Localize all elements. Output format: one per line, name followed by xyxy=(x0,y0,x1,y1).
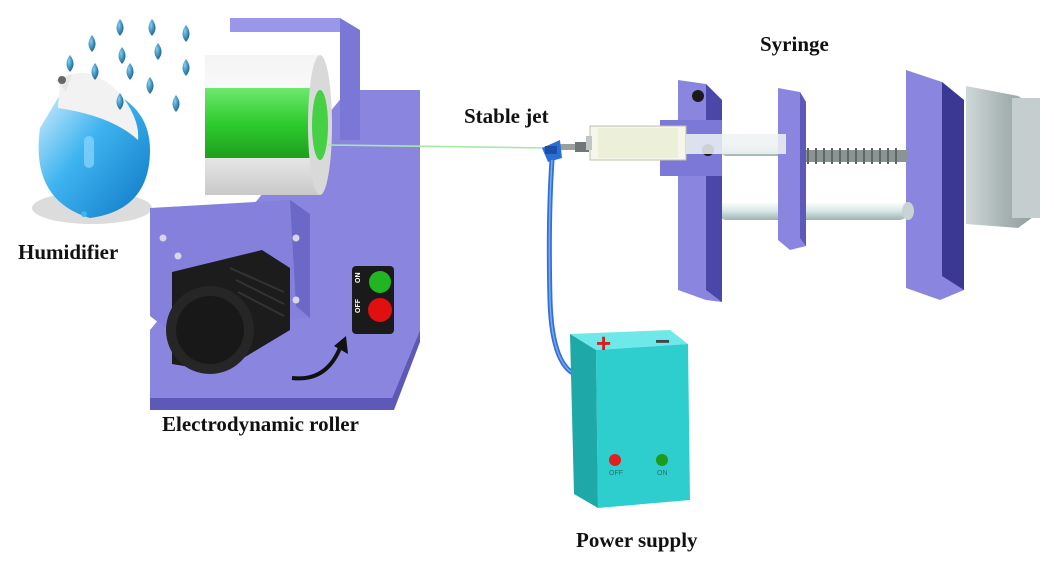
power-off-button[interactable] xyxy=(609,454,621,466)
power-supply-label: Power supply xyxy=(576,528,698,552)
humidifier-nozzle-hole xyxy=(58,76,66,84)
spinneret xyxy=(542,140,589,162)
stable-jet-stream xyxy=(327,144,549,149)
humidifier-label: Humidifier xyxy=(18,240,119,264)
roller-label: Electrodynamic roller xyxy=(162,412,359,436)
water-droplet-icon xyxy=(91,63,99,80)
water-droplet-icon xyxy=(66,55,74,72)
roller-off-button[interactable] xyxy=(368,298,392,322)
fiber-band xyxy=(205,88,320,158)
negative-terminal-label: − xyxy=(655,326,670,356)
roller-base-side xyxy=(150,330,420,410)
mist-droplets xyxy=(66,19,190,112)
power-supply-top xyxy=(570,330,688,350)
humidifier-window xyxy=(84,136,94,168)
power-on-label: ON xyxy=(657,470,668,477)
water-droplet-icon xyxy=(116,93,124,110)
water-droplet-icon xyxy=(154,43,162,60)
power-supply-side xyxy=(570,334,598,508)
water-droplet-icon xyxy=(182,25,190,42)
guide-rod-lower xyxy=(718,202,908,220)
power-supply-unit: + − OFF ON xyxy=(570,326,690,508)
rotation-arrow-icon xyxy=(291,347,342,381)
positive-terminal-label: + xyxy=(596,328,611,358)
mount-bolt xyxy=(159,234,167,242)
polymer-solution xyxy=(598,128,678,158)
needle xyxy=(556,144,586,150)
clamp-bolt xyxy=(692,90,704,102)
water-droplet-icon xyxy=(148,19,156,36)
roller-switch-panel[interactable]: ON OFF xyxy=(352,266,394,334)
roller-off-label: OFF xyxy=(355,298,362,313)
pusher-block xyxy=(778,88,806,250)
humidifier xyxy=(32,72,152,224)
power-supply-front xyxy=(596,344,690,508)
humidifier-top xyxy=(58,72,139,140)
stable-jet-label: Stable jet xyxy=(464,104,549,128)
water-droplet-icon xyxy=(172,95,180,112)
mount-bolt xyxy=(174,252,182,260)
syringe-plunger xyxy=(686,134,786,154)
electrodynamic-roller: ON OFF xyxy=(150,18,420,410)
water-droplet-icon xyxy=(146,77,154,94)
syringe-pump xyxy=(586,70,1040,302)
power-on-button[interactable] xyxy=(656,454,668,466)
water-droplet-icon xyxy=(88,35,96,52)
water-droplet-icon xyxy=(116,19,124,36)
roller-on-label: ON xyxy=(355,273,362,284)
mount-bolt xyxy=(292,296,300,304)
mount-bolt xyxy=(292,234,300,242)
water-droplet-icon xyxy=(118,47,126,64)
humidifier-indicator-light xyxy=(81,211,87,217)
roller-on-button[interactable] xyxy=(369,271,391,293)
water-droplet-icon xyxy=(126,63,134,80)
power-off-label: OFF xyxy=(609,470,623,477)
water-droplet-icon xyxy=(182,59,190,76)
syringe-label: Syringe xyxy=(760,32,829,56)
